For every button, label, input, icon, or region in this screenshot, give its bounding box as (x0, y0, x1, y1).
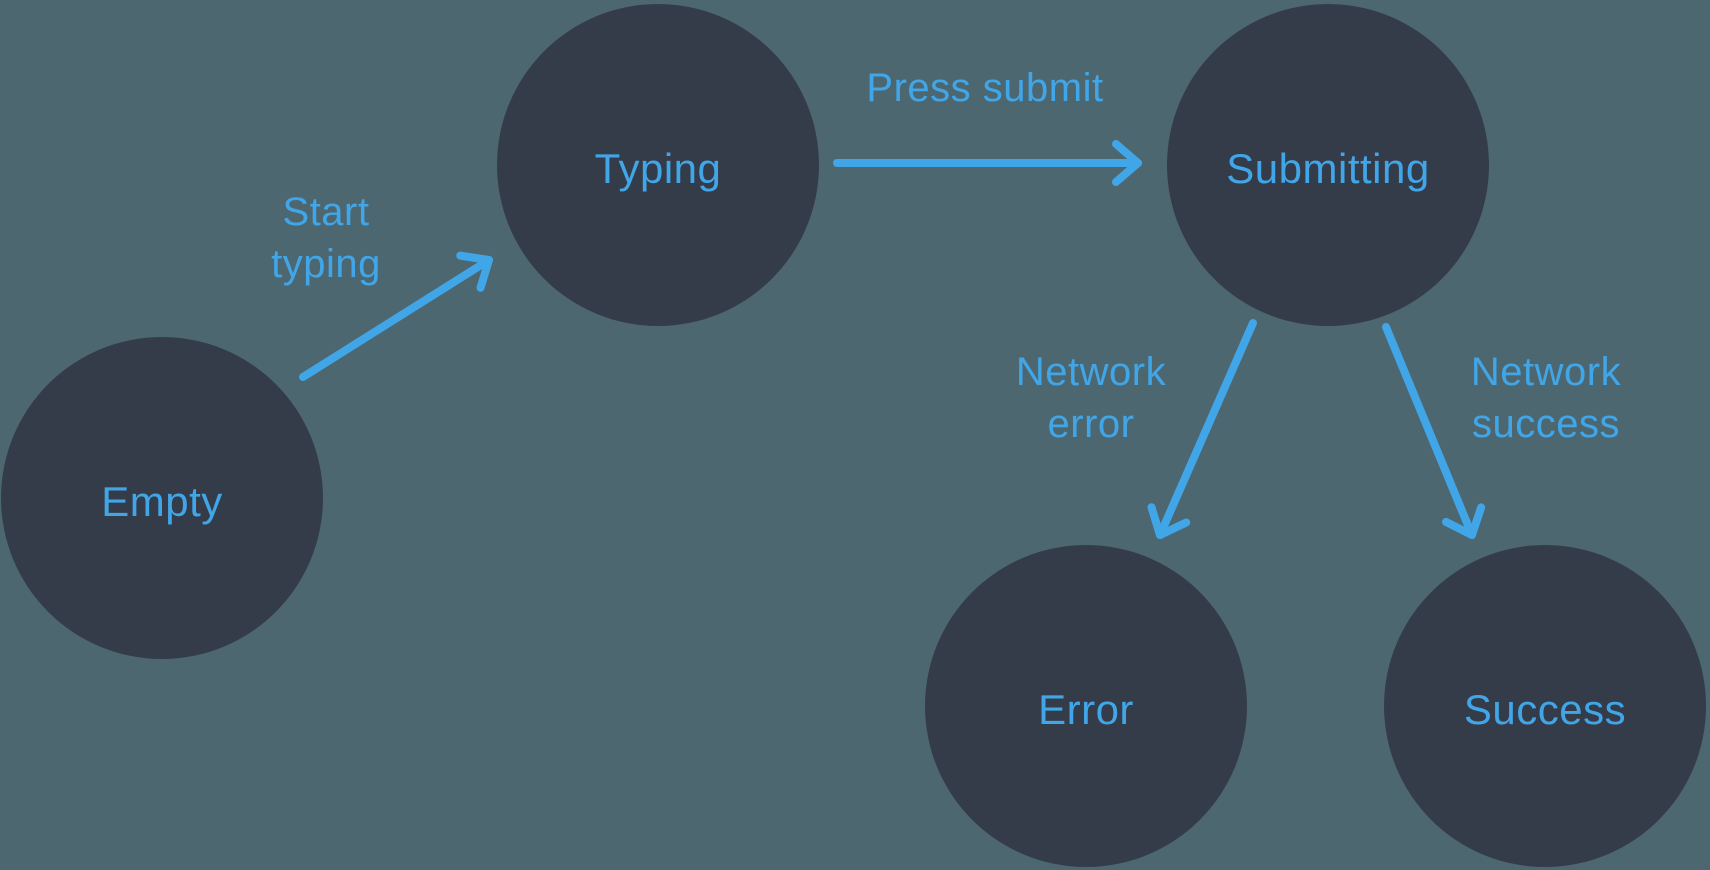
state-node-success: Success (1384, 545, 1706, 867)
state-node-typing-label: Typing (594, 145, 722, 192)
edge-label-start-typing-line2: typing (271, 242, 381, 286)
state-node-submitting-label: Submitting (1226, 145, 1430, 192)
arrow-empty-to-typing-icon (299, 251, 493, 381)
arrow-submitting-to-success-icon (1382, 323, 1486, 539)
edge-label-press-submit-line1: Press submit (866, 66, 1104, 110)
edge-label-start-typing: Start typing (271, 186, 381, 290)
state-node-empty: Empty (1, 337, 323, 659)
edge-label-network-success-line1: Network (1470, 350, 1622, 394)
state-node-submitting: Submitting (1167, 4, 1489, 326)
state-node-error-label: Error (1038, 686, 1134, 733)
edge-label-press-submit: Press submit (866, 62, 1103, 114)
edge-label-network-success: Network success (1471, 346, 1621, 450)
edge-label-network-error-line2: error (1047, 402, 1135, 446)
state-node-error: Error (925, 545, 1247, 867)
state-node-success-label: Success (1463, 686, 1627, 733)
arrow-submitting-to-error-icon (1147, 319, 1257, 539)
edge-label-network-error: Network error (1016, 346, 1166, 450)
edge-label-network-error-line1: Network (1015, 350, 1167, 394)
state-node-typing: Typing (497, 4, 819, 326)
state-node-empty-label: Empty (101, 478, 223, 525)
edge-label-network-success-line2: success (1471, 402, 1620, 446)
edge-label-start-typing-line1: Start (282, 190, 370, 234)
